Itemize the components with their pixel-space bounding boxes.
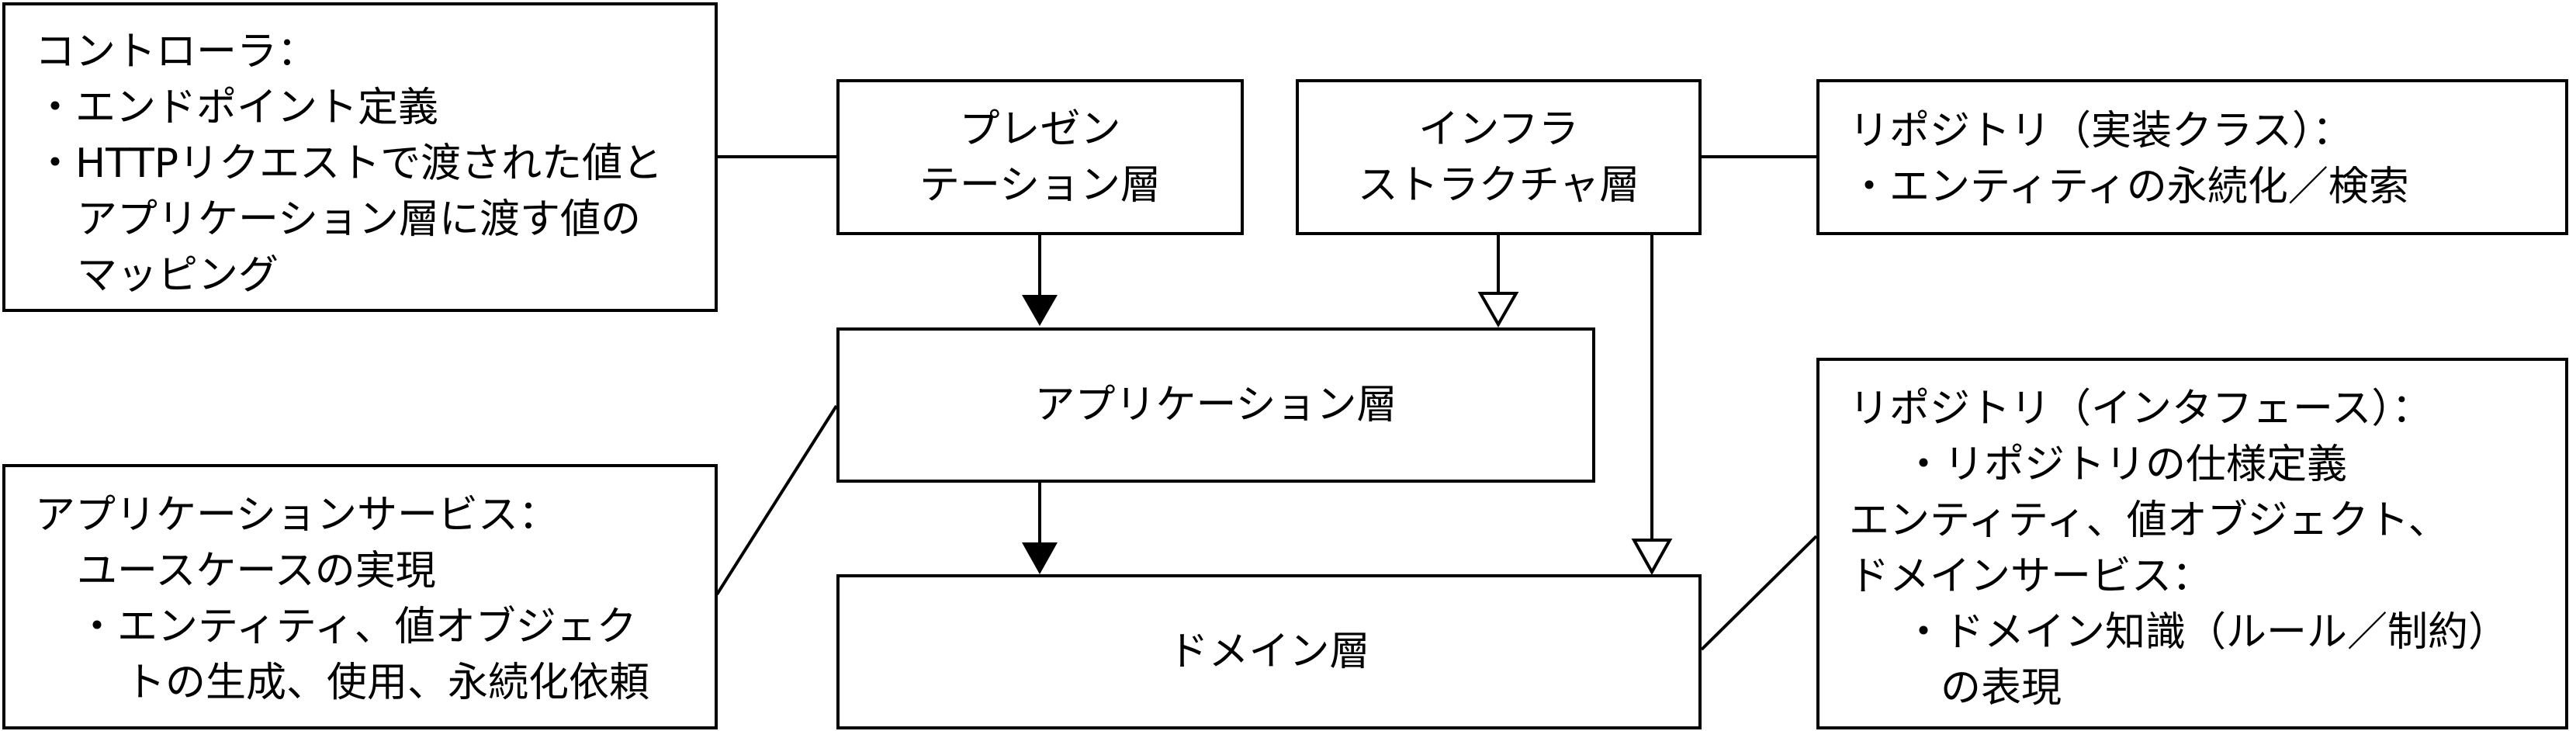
- layer-label: テーション層: [919, 161, 1161, 209]
- note-line: ・ドメイン知識（ルール／制約）: [1903, 609, 2509, 656]
- layer-label: ストラクチャ層: [1357, 161, 1640, 209]
- note-line: ・エンドポイント定義: [35, 85, 439, 131]
- hollow-arrowhead: [1477, 292, 1519, 328]
- note-line: アプリケーション層に渡す値の: [77, 196, 641, 243]
- infrastructure-layer: インフラ ストラクチャ層: [1296, 79, 1702, 235]
- filled-arrowhead: [1022, 542, 1058, 574]
- hollow-arrowhead: [1631, 539, 1673, 576]
- note-line: ・HTTPリクエストで渡された値と: [35, 140, 663, 187]
- note-line: コントローラ：: [35, 29, 318, 75]
- domain-repointerface-link: [1700, 535, 1818, 651]
- appservice-application-link: [715, 404, 838, 596]
- note-line: ・エンティティ、値オブジェク: [77, 604, 637, 650]
- note-line: ユースケースの実現: [77, 548, 436, 594]
- repository-interface-note: リポジトリ（インタフェース）： ・リポジトリの仕様定義 エンティティ、値オブジェ…: [1816, 358, 2568, 729]
- controller-note: コントローラ： ・エンドポイント定義 ・HTTPリクエストで渡された値と アプリ…: [2, 2, 718, 312]
- presentation-layer: プレゼン テーション層: [836, 79, 1244, 235]
- layer-label: ドメイン層: [1168, 629, 1370, 675]
- layer-label: インフラ: [1418, 106, 1579, 153]
- note-line: リポジトリ（インタフェース）：: [1849, 386, 2432, 432]
- application-layer: アプリケーション層: [836, 327, 1595, 483]
- layer-label: アプリケーション層: [1034, 382, 1397, 428]
- note-line: の表現: [1941, 665, 2062, 712]
- note-line: アプリケーションサービス：: [35, 492, 559, 539]
- note-line: ドメインサービス：: [1849, 553, 2213, 600]
- layer-label: プレゼン: [959, 106, 1121, 153]
- domain-layer: ドメイン層: [836, 574, 1702, 729]
- filled-arrowhead: [1022, 295, 1058, 326]
- note-line: リポジトリ（実装クラス）：: [1849, 108, 2353, 154]
- note-line: マッピング: [77, 252, 279, 299]
- application-service-note: アプリケーションサービス： ユースケースの実現 ・エンティティ、値オブジェク ト…: [2, 464, 718, 729]
- note-line: トの生成、使用、永続化依頼: [125, 660, 650, 706]
- note-line: ・エンティティの永続化／検索: [1849, 164, 2409, 210]
- repository-impl-note: リポジトリ（実装クラス）： ・エンティティの永続化／検索: [1816, 79, 2568, 235]
- note-line: ・リポジトリの仕様定義: [1903, 442, 2348, 488]
- note-line: エンティティ、値オブジェクト、: [1849, 497, 2449, 544]
